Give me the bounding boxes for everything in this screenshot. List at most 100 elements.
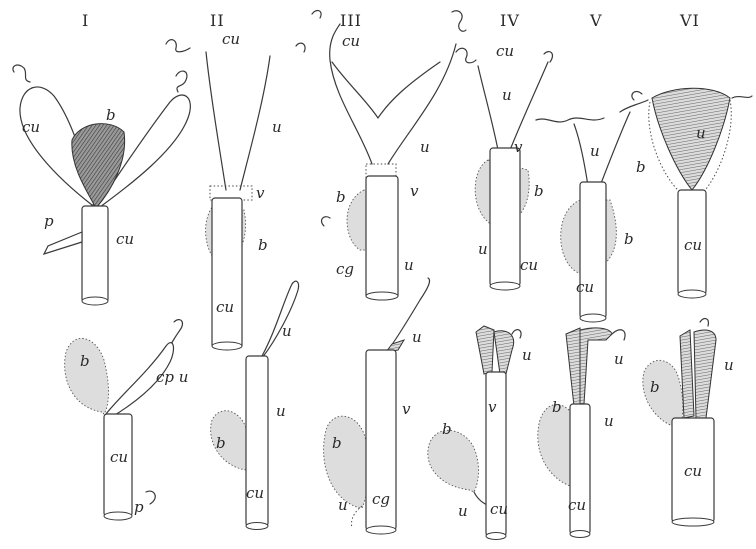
tube-body	[82, 206, 108, 302]
tendril-left	[632, 92, 642, 100]
sac	[428, 430, 479, 492]
label-cu-tube: cu	[576, 278, 594, 296]
dotted-stem	[351, 506, 362, 528]
label-u-mid: u	[276, 402, 286, 420]
tube-body	[490, 148, 520, 286]
sac	[324, 416, 370, 508]
label-b: b	[552, 398, 562, 416]
label-u: u	[522, 346, 532, 364]
label-u: u	[724, 356, 734, 374]
tube-base	[570, 531, 590, 538]
tube-body	[570, 404, 590, 534]
figure-5-top: u b cu	[536, 100, 648, 322]
label-v: v	[514, 138, 523, 156]
label-u: u	[412, 328, 422, 346]
tube-body	[366, 176, 398, 298]
figure-3-bottom: u v b u cg	[324, 278, 430, 534]
figure-6-top: u b cu	[632, 88, 752, 298]
tube-base	[678, 290, 706, 298]
label-cu-tube: cu	[110, 448, 128, 466]
label-cu-tube: cu	[684, 462, 702, 480]
side-branch	[44, 232, 82, 254]
label-cu-petal: cu	[22, 118, 40, 136]
tendril-right	[544, 52, 552, 62]
label-u-lower: u	[338, 496, 348, 514]
tendril-right	[296, 43, 305, 52]
label-b: b	[442, 420, 452, 438]
label-u-top: u	[614, 350, 624, 368]
tube-base	[82, 297, 108, 305]
label-cu-tube: cu	[568, 496, 586, 514]
figure-4-top: cu u v b u cu	[456, 42, 552, 290]
tube-base	[212, 342, 242, 350]
label-cu-tube: cu	[520, 256, 538, 274]
label-b: b	[534, 182, 544, 200]
label-v: v	[256, 184, 265, 202]
label-cpu: cp u	[156, 368, 188, 386]
label-u-upper: u	[420, 138, 430, 156]
tube-base	[486, 533, 506, 540]
filament-tail	[262, 281, 299, 358]
tendril	[612, 330, 625, 340]
tube-base	[366, 292, 398, 300]
cup	[652, 88, 730, 190]
tendril-left	[13, 65, 30, 82]
label-cg: cg	[372, 490, 390, 508]
small-nub	[146, 491, 155, 504]
sac	[65, 338, 109, 414]
label-cu-tube: cu	[116, 230, 134, 248]
hatched-strip-right	[494, 331, 514, 374]
tube-body	[212, 198, 242, 348]
tube-base	[490, 282, 520, 290]
figure-1-bottom: b cp u cu p	[65, 320, 189, 520]
figure-number-4: IV	[500, 11, 520, 30]
label-u-top: u	[282, 322, 292, 340]
label-u: u	[272, 118, 282, 136]
tendril	[512, 330, 521, 338]
tube-body	[580, 182, 606, 318]
tube-base	[672, 518, 714, 526]
label-u-filament: u	[502, 86, 512, 104]
label-cg: cg	[336, 260, 354, 278]
tendril-left	[312, 11, 321, 18]
label-b: b	[106, 106, 116, 124]
label-b: b	[80, 352, 90, 370]
tube-base	[246, 523, 268, 530]
label-cu-tube: cu	[216, 298, 234, 316]
wavy-thread	[536, 118, 604, 122]
label-cu-tube: cu	[490, 500, 508, 518]
figure-1-top: cu b p cu	[13, 65, 190, 305]
figure-5-bottom: u u b cu	[538, 328, 625, 538]
figure-number-1: I	[82, 11, 89, 30]
label-b: b	[636, 158, 646, 176]
figure-4-bottom: u v b u cu	[428, 326, 532, 540]
tube-base	[580, 314, 606, 322]
petal-v	[332, 62, 440, 118]
hatched-strip-right	[694, 330, 716, 418]
label-p: p	[134, 498, 144, 516]
thread-right	[620, 100, 648, 112]
tendril-left	[456, 48, 476, 63]
label-u-mid: u	[604, 412, 614, 430]
label-v: v	[410, 182, 419, 200]
label-cu-tube: cu	[684, 236, 702, 254]
filament-left	[206, 52, 226, 190]
label-b: b	[332, 434, 342, 452]
tendril-right	[732, 96, 752, 98]
label-u-lower: u	[458, 502, 468, 520]
label-p: p	[44, 212, 54, 230]
label-b: b	[258, 236, 268, 254]
tendril	[700, 319, 708, 326]
filament-left	[478, 66, 498, 150]
label-v: v	[402, 400, 411, 418]
filament-right	[240, 56, 270, 190]
label-u-lower: u	[404, 256, 414, 274]
label-b: b	[650, 378, 660, 396]
figure-number-3: III	[340, 11, 362, 30]
small-tendril	[322, 217, 330, 226]
hatched-strip-right	[580, 328, 612, 404]
label-b: b	[216, 434, 226, 452]
tendril-left	[166, 40, 190, 52]
label-cu-top: cu	[496, 42, 514, 60]
